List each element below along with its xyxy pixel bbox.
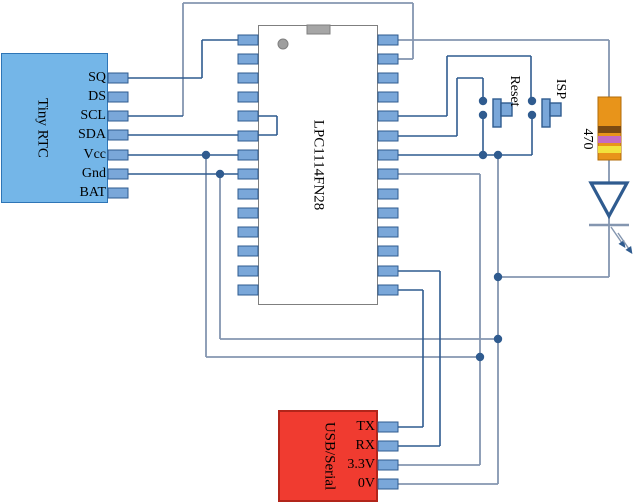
usb-pin <box>377 440 399 452</box>
resistor-band <box>598 126 621 133</box>
rtc-pin-label-gnd: Gnd <box>81 166 106 181</box>
rtc-pin <box>107 129 129 141</box>
mcu-pin-left <box>237 168 259 180</box>
rtc-pin <box>107 168 129 180</box>
mcu-chip <box>258 25 378 305</box>
mcu-pin-right <box>377 91 399 103</box>
mcu-pin-left <box>237 226 259 238</box>
mcu-pin-right <box>377 265 399 277</box>
rtc-pin <box>107 187 129 199</box>
resistor-band <box>598 146 621 153</box>
resistor-band <box>598 136 621 143</box>
mcu-pin-right <box>377 168 399 180</box>
mcu-pin-left <box>237 188 259 200</box>
mcu-pin-left <box>237 284 259 296</box>
rtc-pin <box>107 72 129 84</box>
junction-dot <box>478 96 488 106</box>
isp-button-cap <box>549 102 562 117</box>
mcu-pin-left <box>237 149 259 161</box>
rtc-pin <box>107 110 129 122</box>
usb-pin-label-33v: 3.3V <box>347 457 375 472</box>
usb-pin-label-tx: TX <box>356 419 375 434</box>
reset-button-label: Reset <box>507 75 522 107</box>
isp-button-bar <box>541 98 551 128</box>
mcu-pin-right <box>377 149 399 161</box>
rtc-pin <box>107 91 129 103</box>
usb-pin-label-0v: 0V <box>357 476 375 491</box>
mcu-pin-left <box>237 265 259 277</box>
rtc-pin-label-bat: BAT <box>79 185 106 200</box>
mcu-pin-left <box>237 53 259 65</box>
mcu-pin-left <box>237 130 259 142</box>
junction-dot <box>478 150 488 160</box>
mcu-pin-right <box>377 130 399 142</box>
junction-dot <box>475 352 485 362</box>
led-light-arrow <box>610 226 623 244</box>
usb-pin <box>377 459 399 471</box>
mcu-title: LPC1114FN28 <box>310 119 327 211</box>
resistor-value-label: 470 <box>580 128 595 150</box>
reset-button-bar <box>492 98 502 128</box>
junction-dot <box>527 110 537 120</box>
rtc-pin-label-scl: SCL <box>80 108 106 123</box>
junction-dot <box>478 110 488 120</box>
junction-dot <box>527 96 537 106</box>
junction-dot <box>493 272 503 282</box>
tiny-rtc-module <box>1 53 108 203</box>
mcu-pin-right <box>377 284 399 296</box>
resistor-body <box>597 96 622 161</box>
mcu-pin-left <box>237 207 259 219</box>
mcu-pin-left <box>237 72 259 84</box>
mcu-pin-right <box>377 188 399 200</box>
rtc-pin-label-vcc: Vcc <box>83 147 106 162</box>
led-arrow-head-icon <box>625 246 633 254</box>
led-arrow-head-icon <box>618 240 626 248</box>
usb-pin <box>377 421 399 433</box>
led-light-arrow <box>617 232 630 250</box>
mcu-pin-right <box>377 110 399 122</box>
rtc-pin-label-ds: DS <box>88 89 106 104</box>
junction-dot <box>215 169 225 179</box>
junction-dot <box>493 150 503 160</box>
mcu-pin-left <box>237 34 259 46</box>
mcu-pin-left <box>237 110 259 122</box>
mcu-pin-left <box>237 91 259 103</box>
usb-serial-module <box>278 410 378 502</box>
mcu-pin-right <box>377 72 399 84</box>
rtc-pin <box>107 149 129 161</box>
mcu-pin-right <box>377 34 399 46</box>
junction-dot <box>493 334 503 344</box>
rtc-pin-label-sda: SDA <box>77 127 106 142</box>
isp-button-label: ISP <box>553 78 568 100</box>
usb-pin-label-rx: RX <box>355 438 375 453</box>
mcu-pin-right <box>377 245 399 257</box>
mcu-pin-right <box>377 226 399 238</box>
mcu-pin-right <box>377 207 399 219</box>
rtc-pin-label-sq: SQ <box>88 70 106 85</box>
mcu-pin-left <box>237 245 259 257</box>
mcu-pin-right <box>377 53 399 65</box>
led-triangle <box>588 181 630 220</box>
usb-pin <box>377 478 399 490</box>
junction-dot <box>201 150 211 160</box>
